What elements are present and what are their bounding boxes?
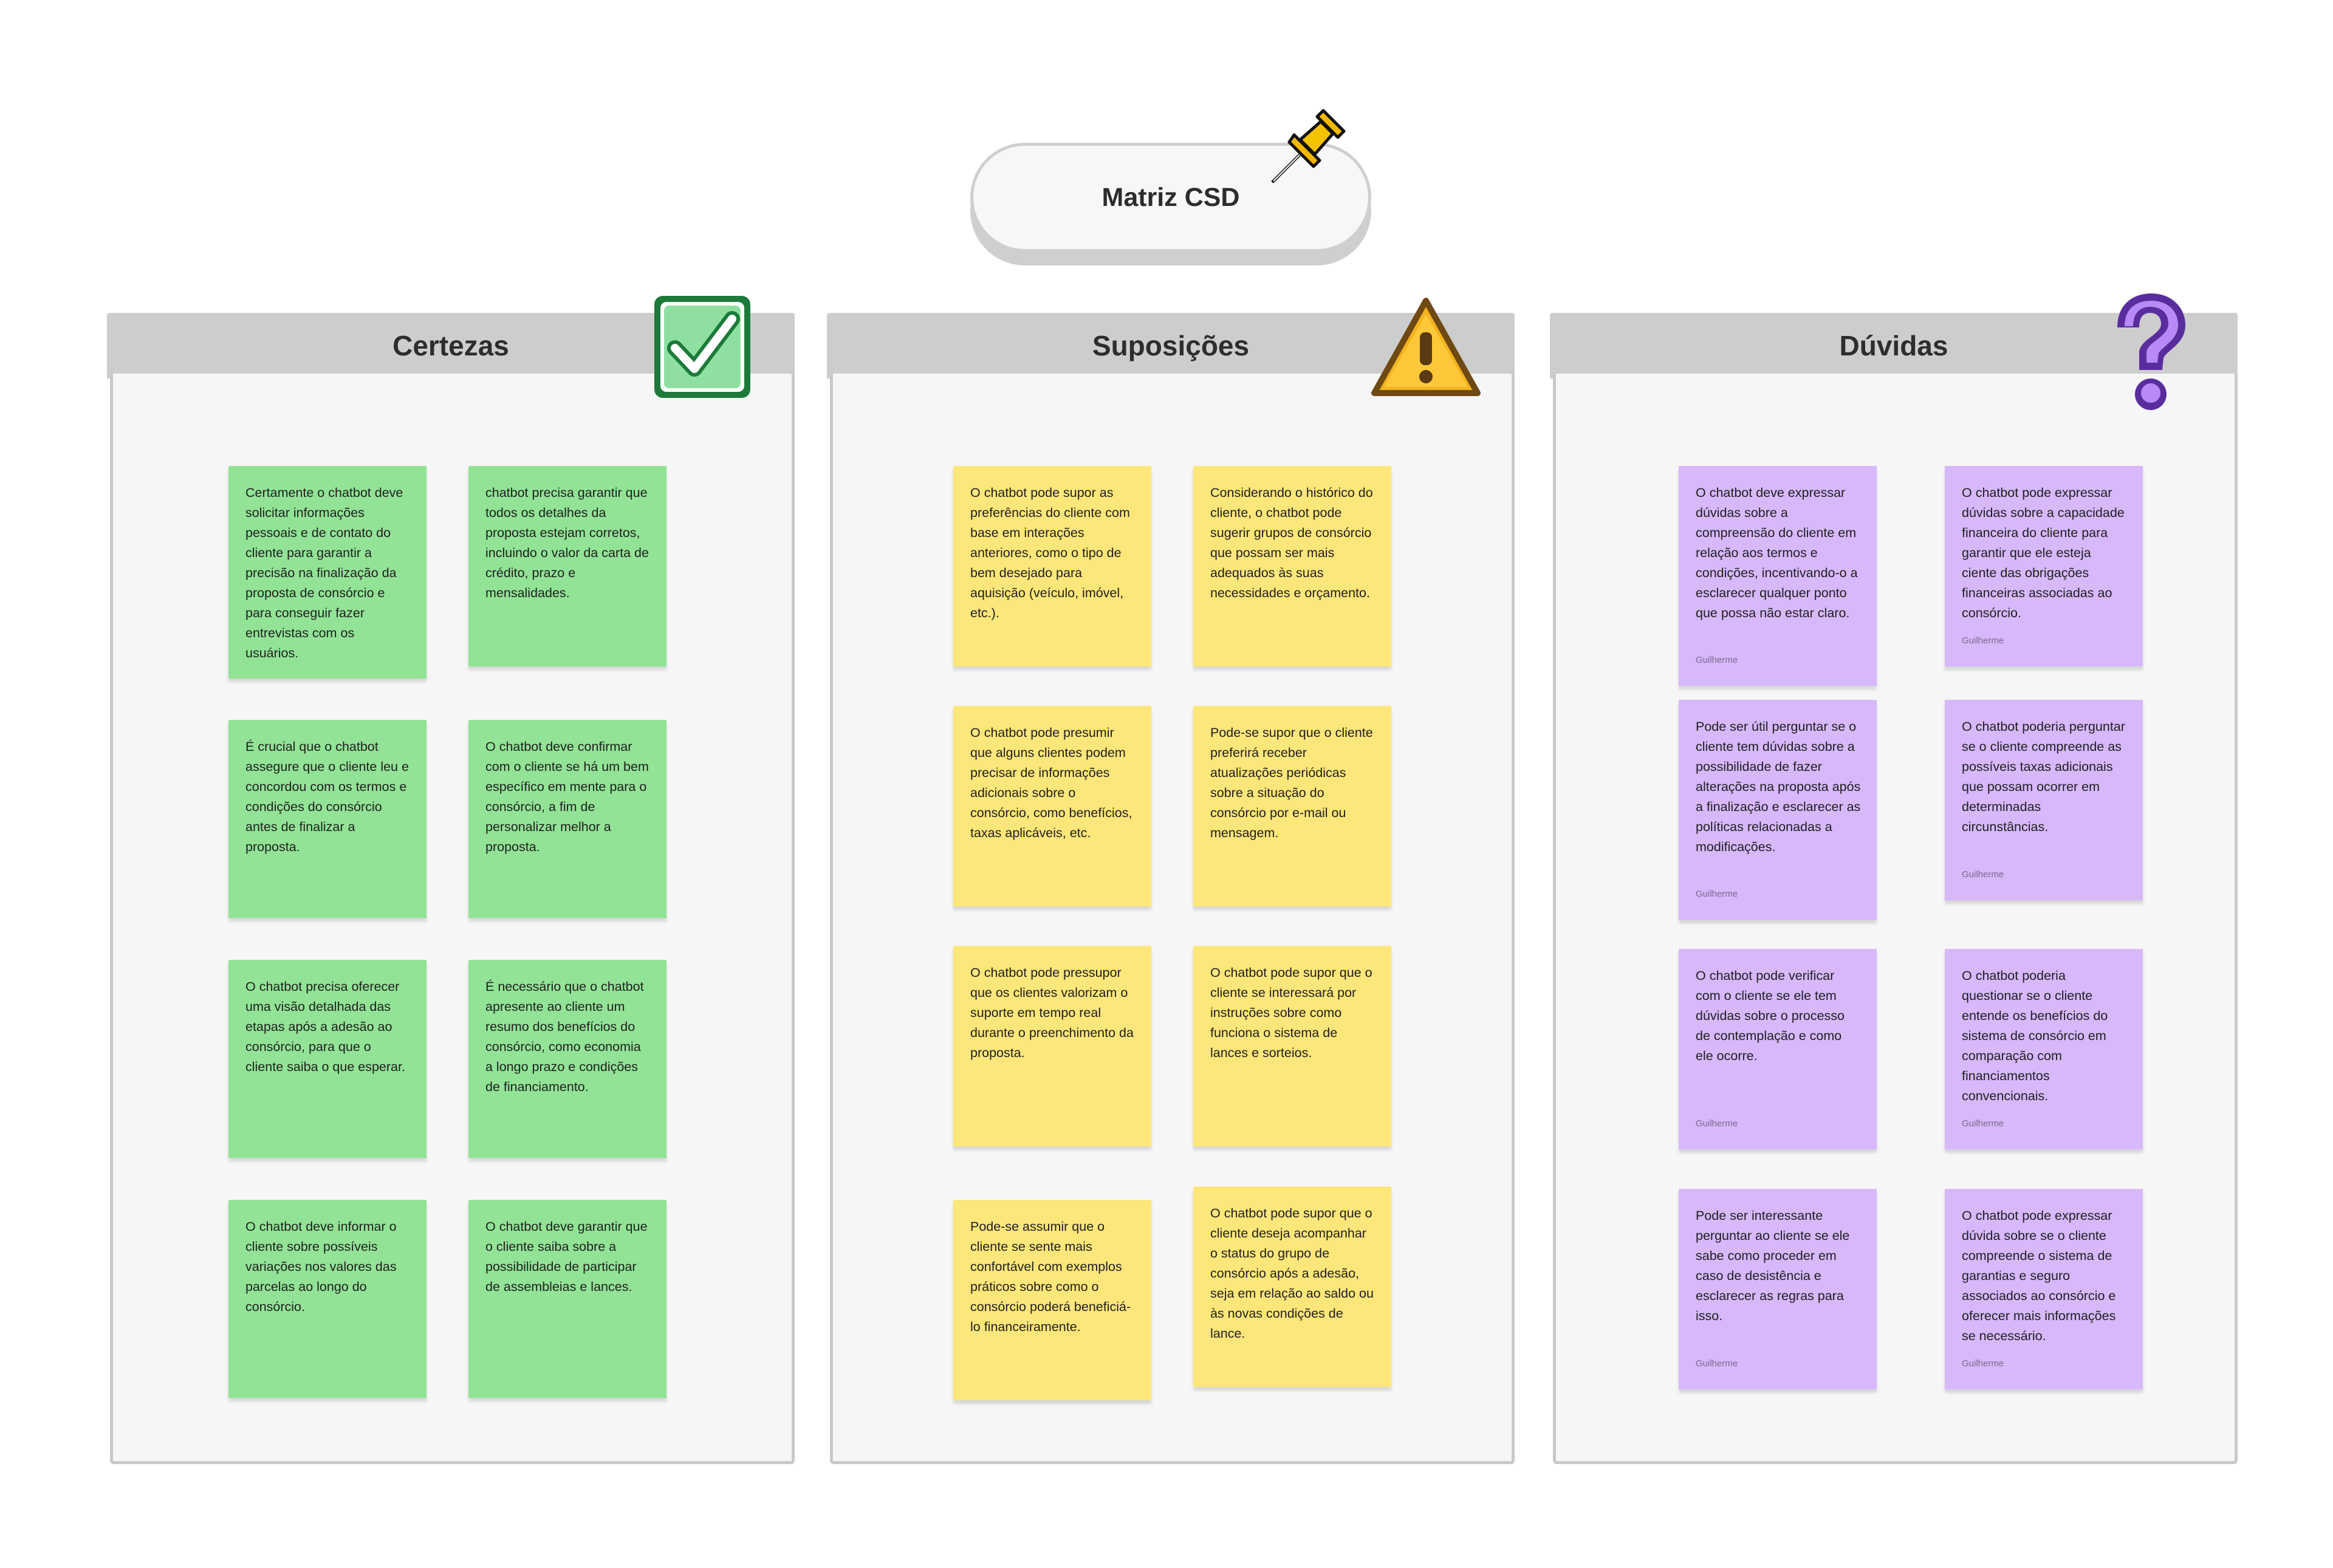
check-mark-icon — [654, 296, 750, 398]
sticky-note[interactable]: Considerando o histórico do cliente, o c… — [1193, 466, 1391, 666]
note-text: Pode-se supor que o cliente preferirá re… — [1210, 725, 1373, 840]
note-text: O chatbot pode presumir que alguns clien… — [970, 725, 1132, 840]
sticky-note[interactable]: Certamente o chatbot deve solicitar info… — [228, 466, 427, 679]
sticky-note[interactable]: O chatbot poderia questionar se o client… — [1945, 949, 2143, 1149]
sticky-note[interactable]: Pode ser útil perguntar se o cliente tem… — [1679, 700, 1877, 920]
sticky-note[interactable]: O chatbot poderia perguntar se o cliente… — [1945, 700, 2143, 900]
note-text: Pode ser interessante perguntar ao clien… — [1696, 1208, 1850, 1323]
column-body — [830, 374, 1515, 1464]
sticky-note[interactable]: Pode ser interessante perguntar ao clien… — [1679, 1189, 1877, 1389]
sticky-note[interactable]: chatbot precisa garantir que todos os de… — [468, 466, 666, 666]
sticky-note[interactable]: O chatbot pode pressupor que os clientes… — [953, 946, 1151, 1146]
sticky-note[interactable]: É crucial que o chatbot assegure que o c… — [228, 720, 427, 918]
warning-icon — [1371, 298, 1481, 396]
sticky-note[interactable]: O chatbot deve confirmar com o cliente s… — [468, 720, 666, 918]
note-text: O chatbot pode expressar dúvida sobre se… — [1962, 1208, 2116, 1343]
note-text: O chatbot pode verificar com o cliente s… — [1696, 968, 1845, 1063]
note-text: O chatbot pode pressupor que os clientes… — [970, 965, 1134, 1060]
pushpin-icon — [1271, 109, 1346, 183]
sticky-note[interactable]: O chatbot pode supor que o cliente desej… — [1193, 1186, 1391, 1387]
note-text: O chatbot pode supor que o cliente se in… — [1210, 965, 1372, 1060]
note-text: O chatbot pode supor que o cliente desej… — [1210, 1206, 1374, 1341]
board-title: Matriz CSD — [1101, 182, 1240, 212]
sticky-note[interactable]: O chatbot pode supor que o cliente se in… — [1193, 946, 1391, 1146]
note-text: Pode-se assumir que o cliente se sente m… — [970, 1219, 1131, 1334]
note-text: O chatbot pode expressar dúvidas sobre a… — [1962, 485, 2125, 620]
note-text: O chatbot poderia questionar se o client… — [1962, 968, 2108, 1103]
sticky-note[interactable]: É necessário que o chatbot apresente ao … — [468, 960, 666, 1158]
sticky-note[interactable]: Pode-se supor que o cliente preferirá re… — [1193, 706, 1391, 906]
note-text: O chatbot deve informar o cliente sobre … — [245, 1219, 397, 1314]
note-text: É crucial que o chatbot assegure que o c… — [245, 739, 409, 854]
board-title-pill[interactable]: Matriz CSD — [970, 143, 1371, 252]
column-title: Certezas — [392, 330, 509, 361]
column-body — [110, 374, 795, 1464]
note-text: chatbot precisa garantir que todos os de… — [485, 485, 649, 600]
note-text: Pode ser útil perguntar se o cliente tem… — [1696, 719, 1861, 854]
sticky-note[interactable]: O chatbot pode verificar com o cliente s… — [1679, 949, 1877, 1149]
note-text: Considerando o histórico do cliente, o c… — [1210, 485, 1373, 600]
sticky-note[interactable]: O chatbot pode expressar dúvidas sobre a… — [1945, 466, 2143, 666]
note-text: O chatbot deve garantir que o cliente sa… — [485, 1219, 648, 1294]
sticky-note[interactable]: O chatbot pode supor as preferências do … — [953, 466, 1151, 666]
sticky-note[interactable]: O chatbot deve informar o cliente sobre … — [228, 1200, 427, 1398]
note-author: Guilherme — [1962, 1358, 2004, 1369]
column-title: Suposições — [1092, 330, 1250, 361]
sticky-note[interactable]: O chatbot deve garantir que o cliente sa… — [468, 1200, 666, 1398]
note-text: O chatbot poderia perguntar se o cliente… — [1962, 719, 2125, 834]
note-author: Guilherme — [1962, 635, 2004, 646]
note-author: Guilherme — [1696, 655, 1738, 665]
note-text: Certamente o chatbot deve solicitar info… — [245, 485, 403, 660]
note-text: O chatbot precisa oferecer uma visão det… — [245, 979, 405, 1074]
column-title: Dúvidas — [1839, 330, 1948, 361]
note-author: Guilherme — [1696, 1358, 1738, 1369]
note-text: O chatbot pode supor as preferências do … — [970, 485, 1130, 620]
note-author: Guilherme — [1696, 889, 1738, 899]
note-author: Guilherme — [1696, 1118, 1738, 1129]
note-text: O chatbot deve expressar dúvidas sobre a… — [1696, 485, 1858, 620]
sticky-note[interactable]: O chatbot deve expressar dúvidas sobre a… — [1679, 466, 1877, 686]
sticky-note[interactable]: O chatbot precisa oferecer uma visão det… — [228, 960, 427, 1158]
question-mark-icon — [2117, 293, 2185, 410]
note-text: É necessário que o chatbot apresente ao … — [485, 979, 644, 1094]
note-text: O chatbot deve confirmar com o cliente s… — [485, 739, 649, 854]
sticky-note[interactable]: O chatbot pode expressar dúvida sobre se… — [1945, 1189, 2143, 1389]
sticky-note[interactable]: Pode-se assumir que o cliente se sente m… — [953, 1200, 1151, 1400]
sticky-note[interactable]: O chatbot pode presumir que alguns clien… — [953, 706, 1151, 906]
note-author: Guilherme — [1962, 1118, 2004, 1129]
note-author: Guilherme — [1962, 869, 2004, 880]
